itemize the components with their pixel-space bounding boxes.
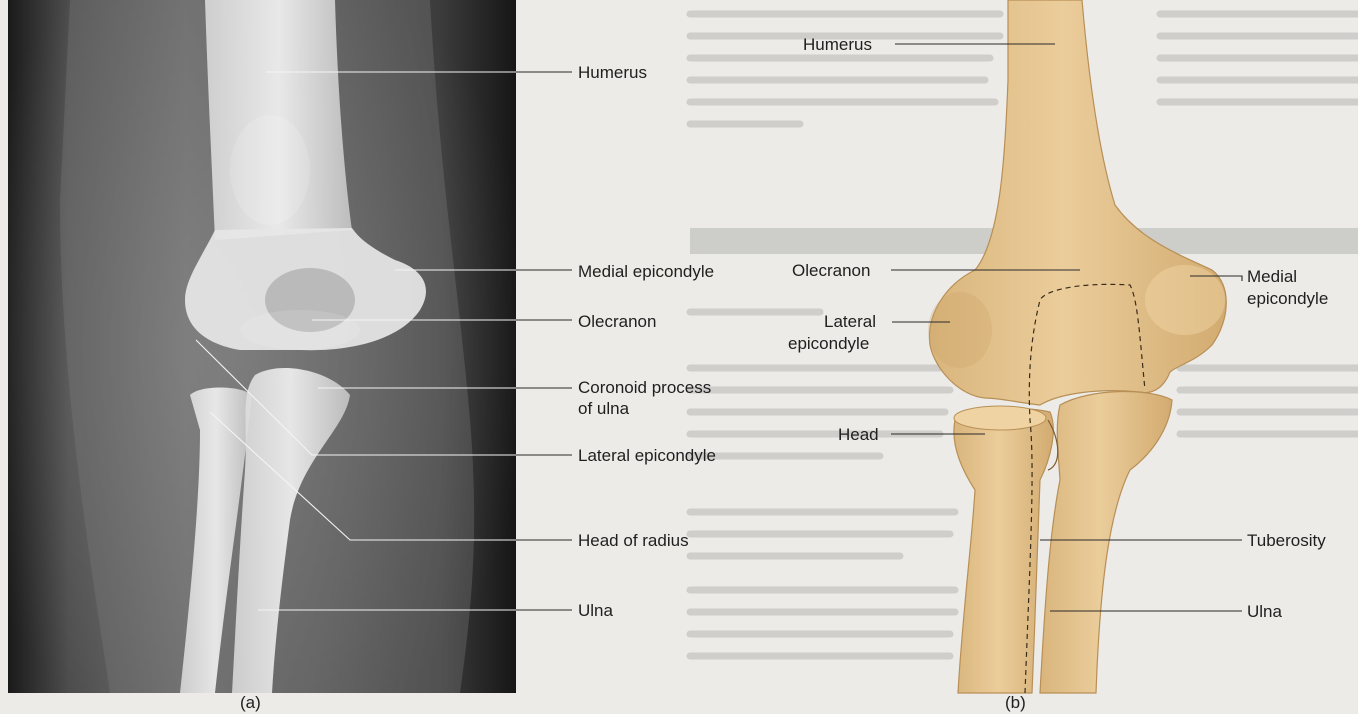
label-a-coronoid-line1: Coronoid process [578, 378, 711, 397]
label-a-head-of-radius: Head of radius [578, 531, 689, 550]
label-a-lateral-epicondyle: Lateral epicondyle [578, 446, 716, 465]
label-b-olecranon: Olecranon [792, 261, 870, 280]
label-b-ulna: Ulna [1247, 602, 1283, 621]
label-b-tuberosity: Tuberosity [1247, 531, 1326, 550]
label-a-olecranon: Olecranon [578, 312, 656, 331]
label-a-ulna: Ulna [578, 601, 614, 620]
label-b-head: Head [838, 425, 879, 444]
label-b-lateral-line2: epicondyle [788, 334, 869, 353]
label-a-coronoid-line2: of ulna [578, 399, 630, 418]
label-a-medial-epicondyle: Medial epicondyle [578, 262, 714, 281]
panel-a-leaders [516, 72, 572, 610]
label-b-medial-line1: Medial [1247, 267, 1297, 286]
caption-a: (a) [240, 693, 261, 712]
label-b-humerus: Humerus [803, 35, 872, 54]
caption-b: (b) [1005, 693, 1026, 712]
label-b-lateral-line1: Lateral [824, 312, 876, 331]
xray-image [8, 0, 516, 693]
label-b-medial-line2: epicondyle [1247, 289, 1328, 308]
label-a-humerus: Humerus [578, 63, 647, 82]
